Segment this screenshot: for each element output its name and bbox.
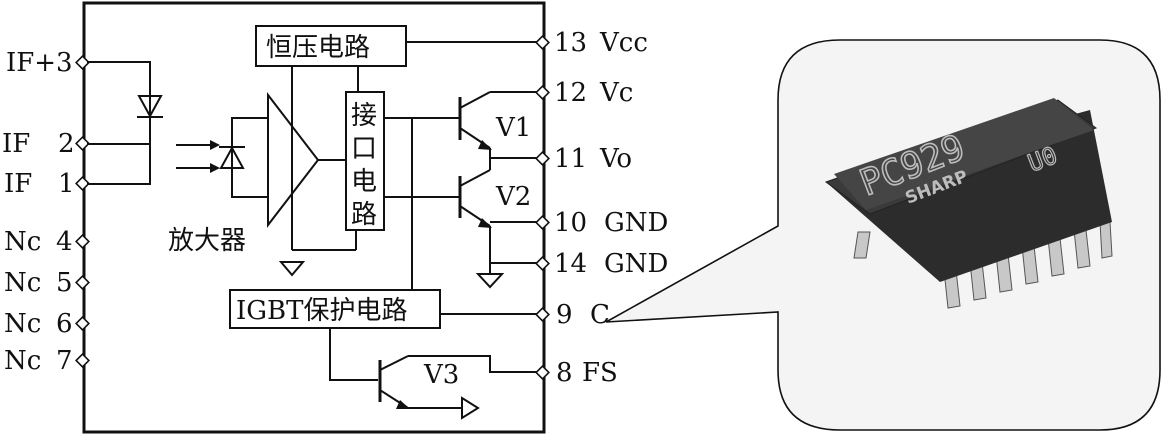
pin-5-marker — [75, 275, 90, 290]
gnd-icon — [475, 273, 505, 289]
pin-3-marker — [75, 55, 90, 70]
pin-13-number: 13 — [554, 28, 587, 58]
v2-label: V2 — [495, 182, 531, 212]
transistor-v3: V3 — [378, 355, 540, 420]
pin-14-marker — [535, 256, 550, 271]
led-loop-wire — [87, 61, 151, 185]
left-pins — [75, 55, 90, 368]
pin-12-number: 12 — [554, 78, 587, 108]
amplifier-label: 放大器 — [168, 226, 246, 256]
pin-6-number: 6 — [56, 309, 73, 339]
interface-block: 接 口 电 路 — [345, 91, 460, 290]
pin-11-number: 11 — [554, 144, 587, 174]
chip-body-side — [826, 110, 1112, 282]
pin-8-label: FS — [582, 358, 618, 388]
fs-wire — [408, 355, 540, 373]
photodiode-wire — [231, 117, 268, 198]
pin-14-number: 14 — [554, 249, 587, 279]
v2-emitter-arrow-icon — [478, 218, 492, 228]
regulator-block: 恒压电路 — [255, 25, 540, 92]
pin-7-number: 7 — [56, 346, 73, 376]
photodiode-icon — [219, 145, 245, 169]
chip-photo: PC929 SHARP U0 — [824, 98, 1113, 309]
pin-10-number: 10 — [554, 208, 587, 238]
pin-12-marker — [535, 85, 550, 100]
ic-outline — [82, 1, 546, 434]
pin-4-label: Nc — [4, 227, 41, 257]
pin-9-label: C — [590, 300, 610, 330]
pin-9-number: 9 — [556, 300, 573, 330]
interface-box — [345, 91, 385, 231]
pin-3-number: 3 — [56, 48, 73, 78]
pin-7-label: Nc — [4, 346, 41, 376]
pin-4-number: 4 — [56, 227, 73, 257]
transistor-v1: V1 — [458, 91, 540, 150]
pin-10-label: GND — [604, 208, 668, 238]
v2-collector — [459, 169, 491, 187]
pin-1-marker — [75, 176, 90, 191]
pin-4-marker — [75, 234, 90, 249]
light-arrowhead-2 — [210, 163, 220, 173]
pin-10-marker — [535, 215, 550, 230]
right-pins — [535, 35, 550, 380]
pin-9-marker — [535, 307, 550, 322]
interface-label-4: 路 — [351, 200, 377, 230]
v3-ground-icon — [461, 396, 480, 420]
pin-6-marker — [75, 316, 90, 331]
photodiode — [219, 117, 268, 198]
pin-3-label: IF+ — [6, 48, 56, 78]
pin-13-label: Vcc — [599, 28, 648, 58]
pin-14-label: GND — [604, 249, 668, 279]
pin-2-label: IF — [2, 129, 30, 159]
interface-label-3: 电 — [351, 167, 377, 197]
input-led — [87, 61, 220, 185]
left-pin-labels: IF+ 3 IF 2 IF 1 Nc 4 Nc 5 Nc 6 Nc 7 — [2, 48, 75, 376]
v3-collector — [379, 355, 409, 371]
pin-8-marker — [535, 365, 550, 380]
amp-ground-icon — [278, 261, 306, 277]
igbt-to-v3-wire — [329, 328, 378, 381]
pin-13-marker — [535, 35, 550, 50]
v1-label: V1 — [495, 113, 531, 143]
igbt-protect-label: IGBT保护电路 — [236, 296, 408, 326]
pin-6-label: Nc — [4, 309, 41, 339]
interface-label-1: 接 — [351, 101, 377, 131]
pin-1-label: IF — [4, 169, 32, 199]
amplifier: 放大器 — [168, 60, 356, 277]
pin-8-number: 8 — [556, 358, 573, 388]
pin-12-label: Vc — [599, 78, 633, 108]
pin-2-marker — [75, 136, 90, 151]
v1-collector — [459, 91, 491, 109]
chip-top-face — [834, 98, 1094, 210]
pin-11-label: Vo — [599, 144, 632, 174]
pin-2-number: 2 — [58, 129, 75, 159]
pin-11-marker — [535, 151, 550, 166]
v3-emitter-arrow-icon — [396, 400, 410, 409]
interface-label-2: 口 — [351, 134, 377, 164]
right-pin-labels: 13 Vcc 12 Vc 11 Vo 10 GND 14 GND 9 C 8 F… — [554, 28, 668, 388]
led-diode-icon — [137, 95, 163, 119]
regulator-label: 恒压电路 — [266, 33, 370, 63]
igbt-protect-box — [229, 289, 441, 329]
v1-emitter-arrow-icon — [478, 140, 492, 150]
regulator-box — [255, 25, 407, 67]
light-arrowhead-1 — [210, 140, 220, 150]
pin-7-marker — [75, 353, 90, 368]
pin-5-number: 5 — [56, 268, 73, 298]
igbt-protect-block: IGBT保护电路 — [229, 289, 540, 381]
pin-1-number: 1 — [58, 169, 75, 199]
pin-5-label: Nc — [4, 268, 41, 298]
v3-label: V3 — [423, 360, 459, 390]
transistor-v2: V2 — [458, 148, 540, 289]
